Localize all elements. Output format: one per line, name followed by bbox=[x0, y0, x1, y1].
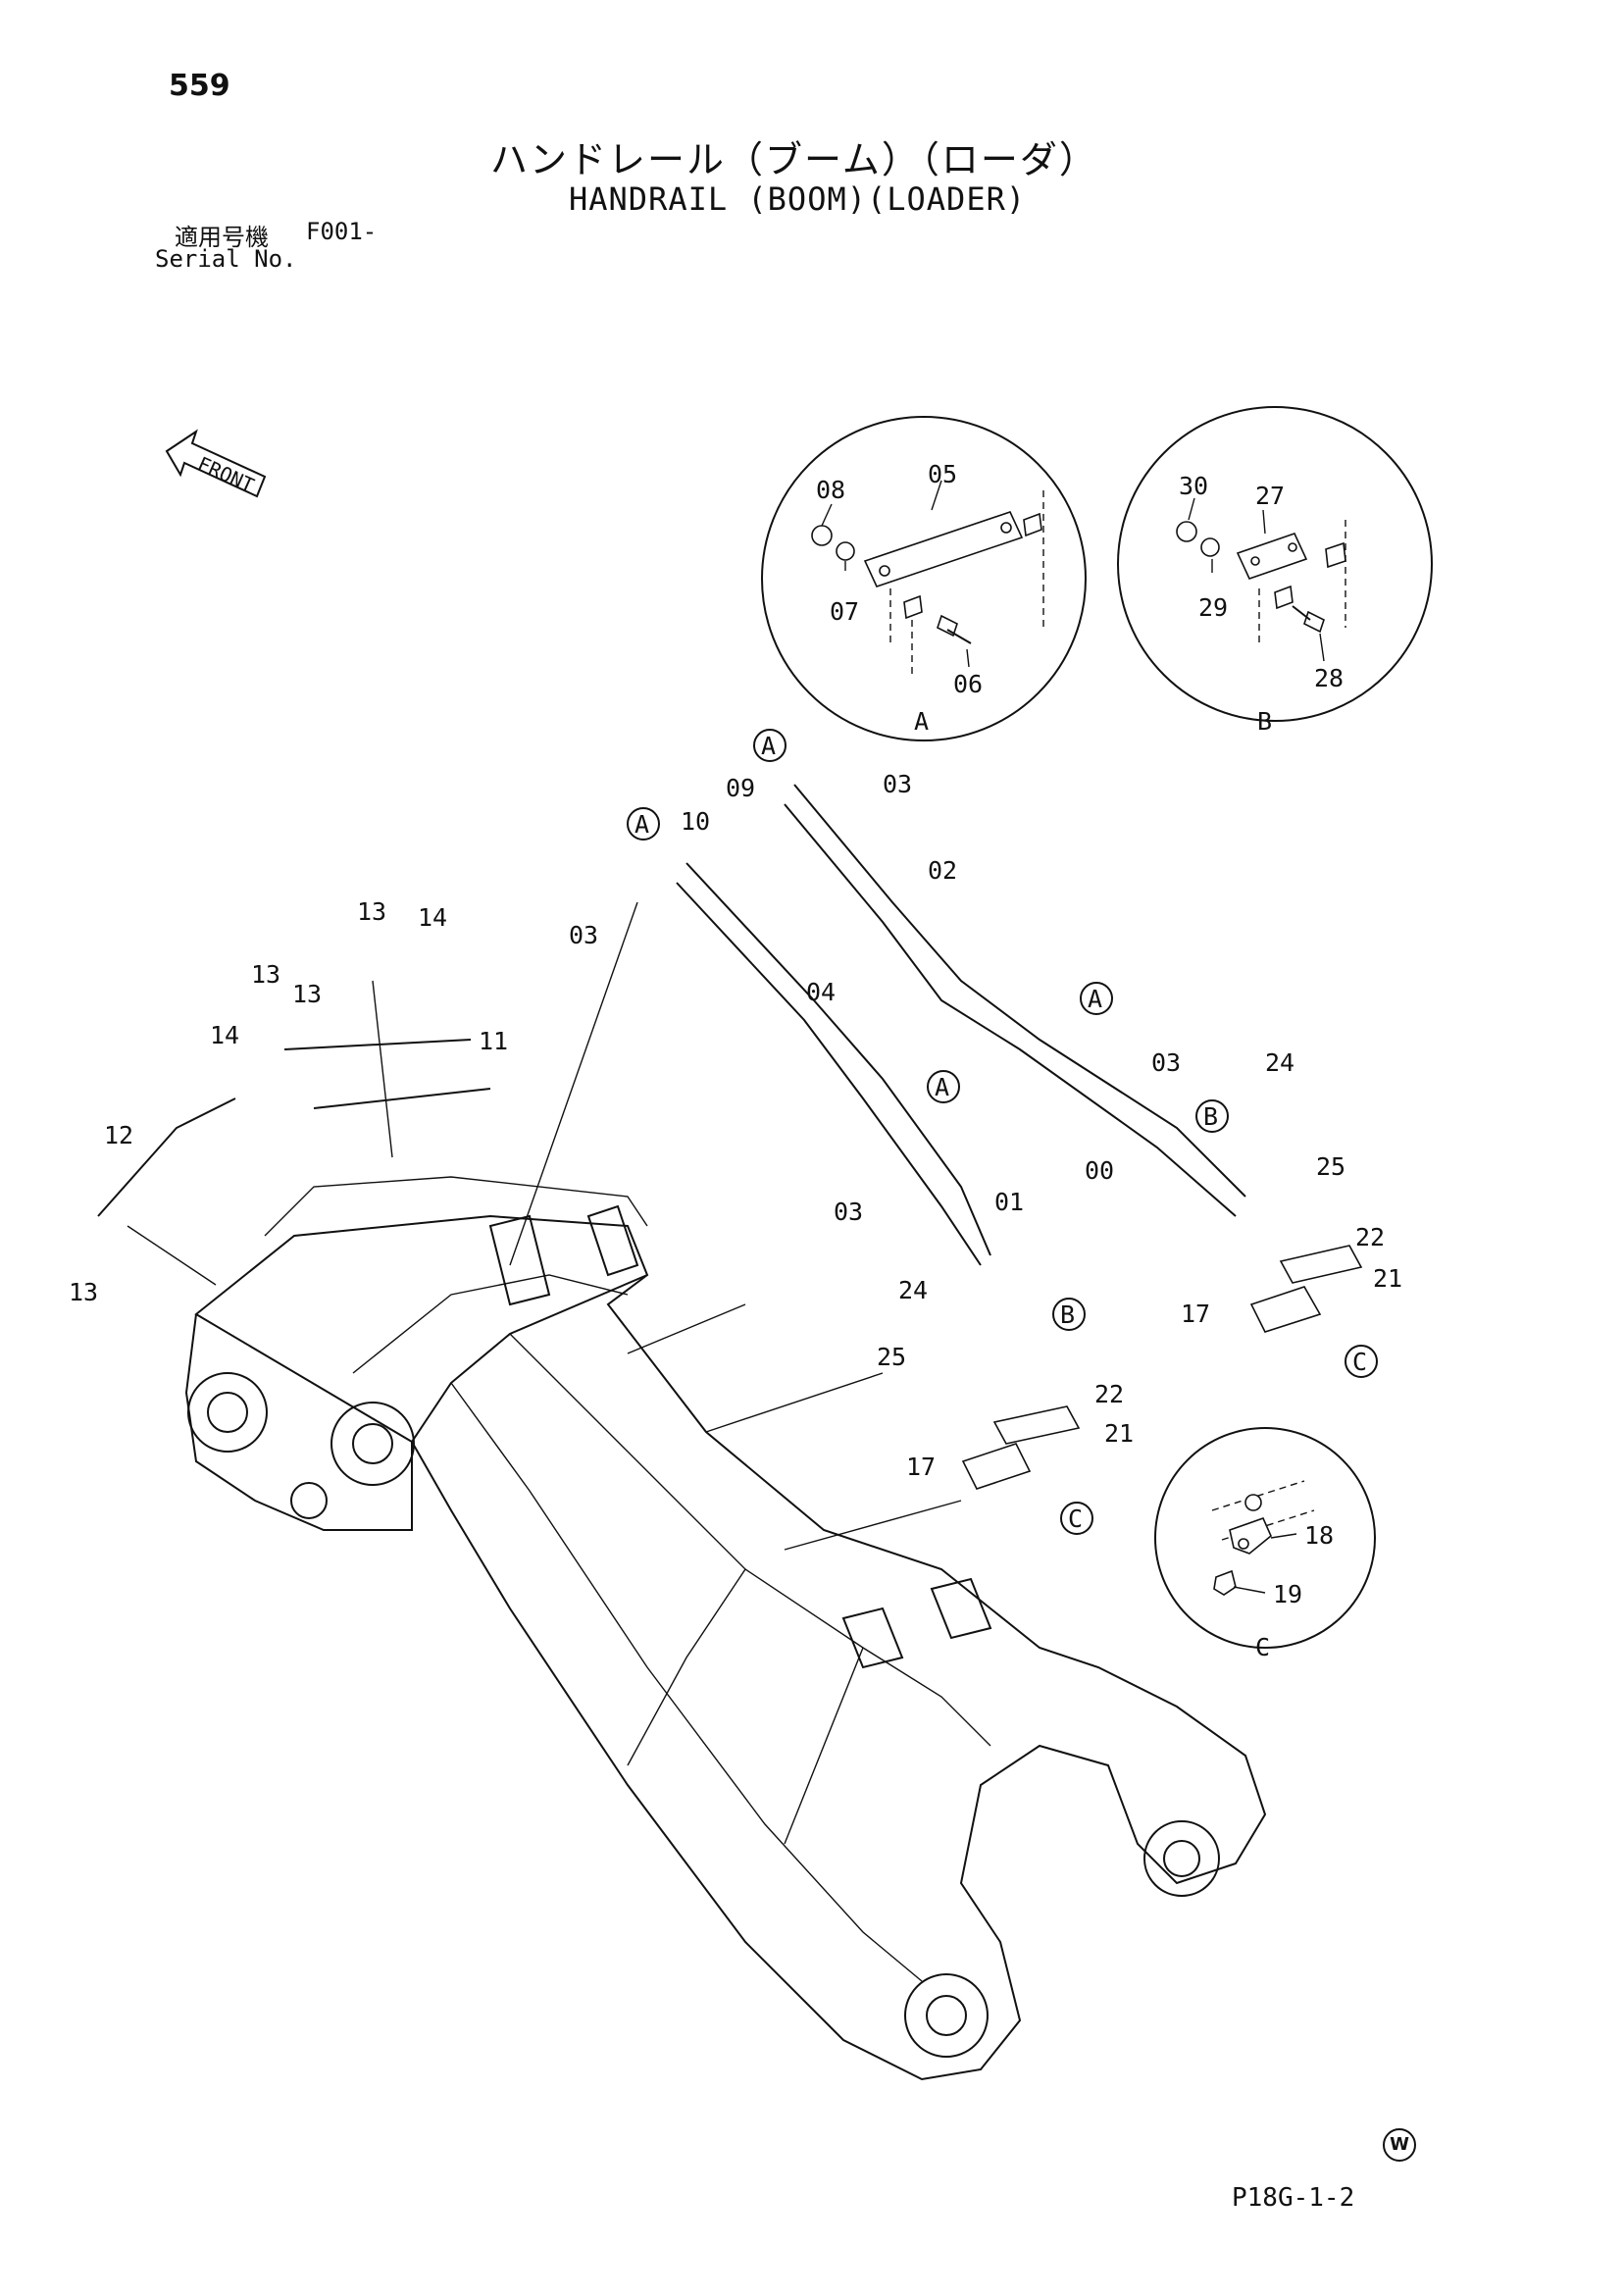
callout-label: 14 bbox=[210, 1021, 239, 1049]
callout-label: 14 bbox=[418, 903, 447, 932]
callout-label: 03 bbox=[1151, 1048, 1181, 1077]
callout-label: 02 bbox=[928, 856, 957, 885]
callout-label: 03 bbox=[834, 1198, 863, 1226]
callout-label: 27 bbox=[1255, 482, 1285, 510]
detail-view-labels: A B C bbox=[914, 707, 1272, 1661]
callout-label: 24 bbox=[898, 1276, 928, 1304]
callout-label: 13 bbox=[292, 980, 322, 1008]
callout-label: 05 bbox=[928, 460, 957, 488]
page-number: 559 bbox=[169, 69, 230, 103]
callout-label: 13 bbox=[357, 897, 386, 926]
reference-marker-a: A bbox=[634, 810, 649, 839]
serial-label-english: Serial No. bbox=[155, 245, 297, 273]
reference-marker-b: B bbox=[1203, 1102, 1218, 1131]
callout-label: 11 bbox=[479, 1027, 508, 1055]
detail-view-c bbox=[1154, 1427, 1376, 1649]
boom-body bbox=[184, 1176, 1267, 2081]
detail-view-label-c: C bbox=[1255, 1633, 1270, 1661]
callout-label: 06 bbox=[953, 670, 983, 698]
callout-label: 22 bbox=[1094, 1380, 1124, 1408]
callout-label: 13 bbox=[69, 1278, 98, 1306]
callout-label: 19 bbox=[1273, 1580, 1302, 1608]
reference-marker-c: C bbox=[1352, 1348, 1367, 1376]
callout-label: 13 bbox=[251, 960, 280, 989]
reference-marker-c: C bbox=[1068, 1505, 1083, 1533]
callout-label: 10 bbox=[681, 807, 710, 836]
serial-label-japanese: 適用号機 bbox=[175, 224, 269, 251]
front-arrow: FRONT bbox=[165, 429, 267, 498]
callout-label: 24 bbox=[1265, 1048, 1294, 1077]
callout-label: 25 bbox=[1316, 1152, 1345, 1181]
reference-markers: A A A A B B C C bbox=[627, 729, 1378, 1535]
callout-label: 12 bbox=[104, 1121, 133, 1149]
callout-label: 03 bbox=[569, 921, 598, 949]
handrail-assemblies bbox=[97, 784, 1246, 1286]
callout-label: 01 bbox=[994, 1188, 1024, 1216]
callout-label: 29 bbox=[1198, 593, 1228, 622]
detail-view-label-a: A bbox=[914, 707, 929, 736]
detail-view-a bbox=[761, 416, 1087, 741]
callout-label: 21 bbox=[1104, 1419, 1134, 1448]
callout-label: 04 bbox=[806, 978, 836, 1006]
callout-label: 17 bbox=[1181, 1300, 1210, 1328]
callout-label: 00 bbox=[1085, 1156, 1114, 1185]
reference-marker-a: A bbox=[761, 732, 776, 760]
callout-label: 21 bbox=[1373, 1264, 1402, 1293]
detail-view-label-b: B bbox=[1257, 707, 1272, 736]
callout-label: 08 bbox=[816, 476, 845, 504]
reference-marker-a: A bbox=[935, 1073, 949, 1101]
callout-label: 25 bbox=[877, 1343, 906, 1371]
callout-label: 03 bbox=[883, 770, 912, 798]
reference-marker-a: A bbox=[1088, 985, 1102, 1013]
detail-view-b bbox=[1117, 406, 1433, 722]
callout-labels: 08 05 07 06 30 27 29 28 18 19 09 03 10 0… bbox=[69, 460, 1402, 1608]
callout-label: 17 bbox=[906, 1453, 936, 1481]
page-title-english: HANDRAIL (BOOM)(LOADER) bbox=[569, 180, 1027, 218]
callout-label: 09 bbox=[726, 774, 755, 802]
page-title-japanese: ハンドレール（ブーム）（ローダ） bbox=[490, 138, 1098, 181]
callout-label: 22 bbox=[1355, 1223, 1385, 1251]
callout-label: 28 bbox=[1314, 664, 1344, 692]
callout-label: 30 bbox=[1179, 472, 1208, 500]
reference-marker-b: B bbox=[1060, 1301, 1075, 1329]
drawing-code: P18G-1-2 bbox=[1232, 2183, 1355, 2213]
serial-value: F001- bbox=[306, 218, 378, 245]
callout-label: 18 bbox=[1304, 1521, 1334, 1550]
step-plates bbox=[961, 1245, 1363, 1490]
callout-label: 07 bbox=[830, 597, 859, 626]
corner-mark: W bbox=[1383, 2128, 1416, 2162]
